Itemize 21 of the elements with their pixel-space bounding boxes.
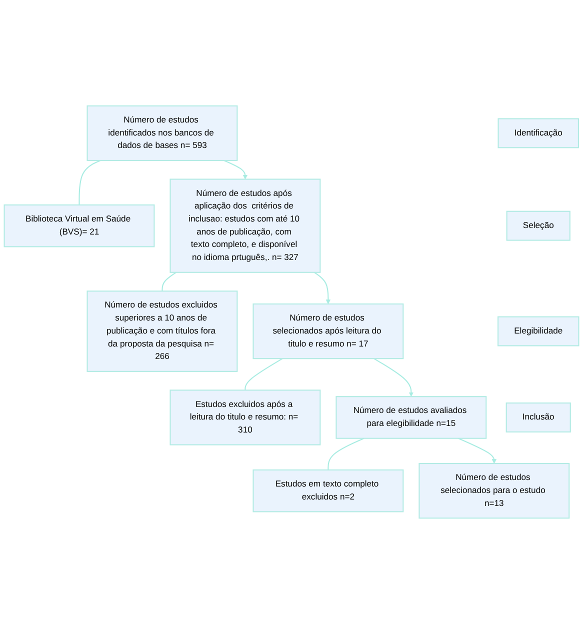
arrow <box>374 358 414 397</box>
connector <box>328 438 364 470</box>
node-box: Estudos em texto completo excluidos n=2 <box>252 469 404 512</box>
connector <box>244 358 283 390</box>
arrow <box>314 272 331 304</box>
node-box: Biblioteca Virtual em Saúde (BVS)= 21 <box>4 204 155 248</box>
node-box: Número de estudos selecionados após leitura do titulo e resumo n= 17 <box>252 303 404 360</box>
node-box: Inclusão <box>506 402 571 432</box>
node-box: Número de estudos após aplicação dos critérios de inclusao: estudos com até 10 anos de publicação, com texto completo, e disponível no idioma prtuguês,. n= 327 <box>170 178 321 273</box>
node-box: Elegibilidade <box>497 316 580 346</box>
arrow <box>224 160 248 180</box>
node-box: Número de estudos avaliados para elegibilidade n=15 <box>336 396 487 439</box>
node-box: Seleção <box>506 210 570 241</box>
node-box: Identificação <box>498 118 580 148</box>
arrow <box>458 438 496 464</box>
node-box: Estudos excluidos após a leitura do titulo e resumo: n= 310 <box>170 390 321 446</box>
connector <box>78 160 101 205</box>
node-box: Número de estudos identificados nos bancos de dados de bases n= 593 <box>86 105 238 162</box>
node-box: Número de estudos selecionados para o estudo n=13 <box>418 462 570 519</box>
connector <box>162 272 176 292</box>
node-box: Número de estudos excluidos superiores a 10 anos de publicação e com títulos fora da proposta da pesquisa n= 266 <box>86 290 238 372</box>
